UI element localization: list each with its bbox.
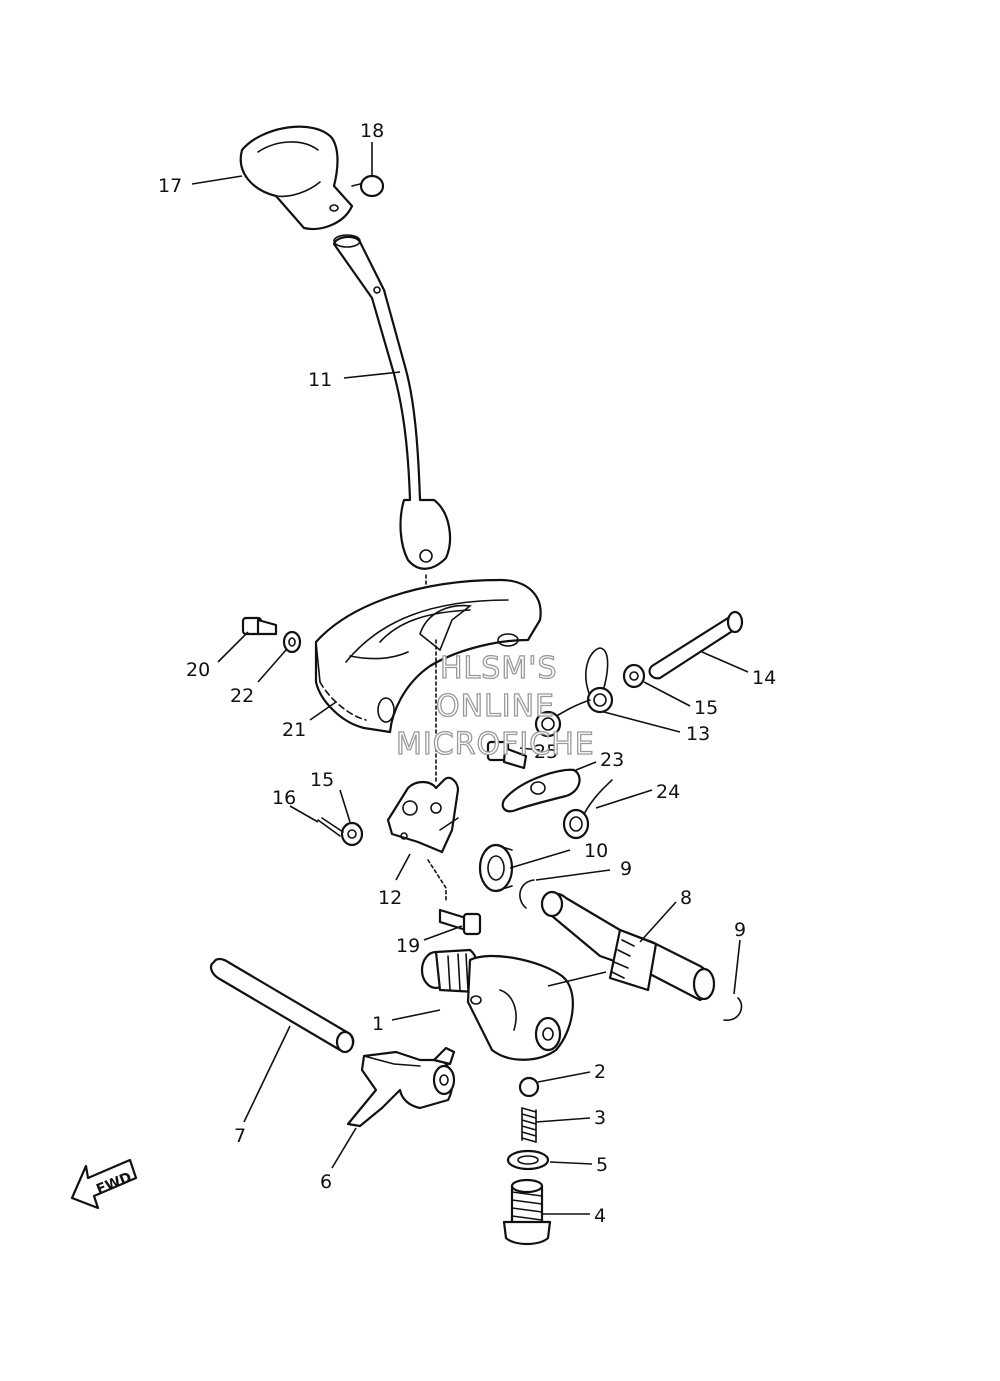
callout-20: 20 [186, 659, 210, 681]
part-13-spring [534, 647, 614, 738]
part-18-cap [351, 174, 385, 198]
part-8-shift-shaft [540, 890, 716, 1002]
callout-5: 5 [596, 1154, 608, 1176]
part-24-spring [562, 779, 613, 840]
callout-3: 3 [594, 1107, 606, 1129]
callout-6: 6 [320, 1171, 332, 1193]
leader-lines [191, 142, 749, 1215]
part-25-bolt [486, 740, 528, 770]
callout-8: 8 [680, 887, 692, 909]
part-12-bracket [386, 776, 460, 854]
callout-16: 16 [272, 787, 296, 809]
part-9-circlip-lower [723, 997, 743, 1021]
callout-21: 21 [282, 719, 306, 741]
callout-24: 24 [656, 781, 680, 803]
callout-1: 1 [372, 1013, 384, 1035]
callout-13: 13 [686, 723, 710, 745]
callout-22: 22 [230, 685, 254, 707]
callout-15: 15 [694, 697, 718, 719]
callout-7: 7 [234, 1125, 246, 1147]
callout-10: 10 [584, 840, 608, 862]
callout-15b: 15 [310, 769, 334, 791]
part-19-bolt [438, 908, 482, 936]
callout-19: 19 [396, 935, 420, 957]
watermark-line-3: MICROFICHE [396, 727, 595, 762]
part-11-shift-lever [332, 234, 452, 570]
callout-4: 4 [594, 1205, 606, 1227]
watermark-line-1: HLSM'S [440, 651, 558, 686]
callout-2: 2 [594, 1061, 606, 1083]
part-17-knob [239, 125, 354, 231]
part-14-pin [648, 610, 744, 680]
part-4-plug [502, 1178, 552, 1246]
watermark: HLSM'S ONLINE MICROFICHE [395, 650, 595, 762]
part-22-washer [282, 630, 302, 654]
part-6-shift-fork [346, 1046, 456, 1128]
part-23-arm [501, 768, 581, 813]
callout-9b: 9 [734, 919, 746, 941]
part-2-ball [518, 1076, 540, 1098]
callout-11: 11 [308, 369, 332, 391]
part-15-washer-right [622, 663, 646, 689]
callout-25: 25 [534, 741, 558, 763]
part-20-bolt [241, 616, 278, 636]
watermark-line-2: ONLINE [436, 689, 555, 724]
part-10-seal [478, 843, 514, 893]
part-7-fork-shaft [209, 957, 355, 1054]
fwd-direction-marker: FWD [70, 1158, 138, 1210]
part-3-spring [521, 1107, 537, 1143]
part-9-circlip-upper [519, 879, 535, 909]
part-15-washer-left [340, 821, 364, 847]
callout-12: 12 [378, 887, 402, 909]
callout-14: 14 [752, 667, 776, 689]
part-21-guide [314, 578, 542, 734]
part-16-cotter-pin [317, 817, 344, 837]
forward-arrow-icon [70, 1158, 138, 1210]
callout-23: 23 [600, 749, 624, 771]
callout-labels: 17 18 11 20 22 21 14 15 13 25 23 24 15 1… [158, 120, 776, 1227]
callout-17: 17 [158, 175, 182, 197]
part-1-shift-drum [420, 948, 574, 1061]
part-5-washer [506, 1149, 550, 1171]
callout-9a: 9 [620, 858, 632, 880]
callout-18: 18 [360, 120, 384, 142]
